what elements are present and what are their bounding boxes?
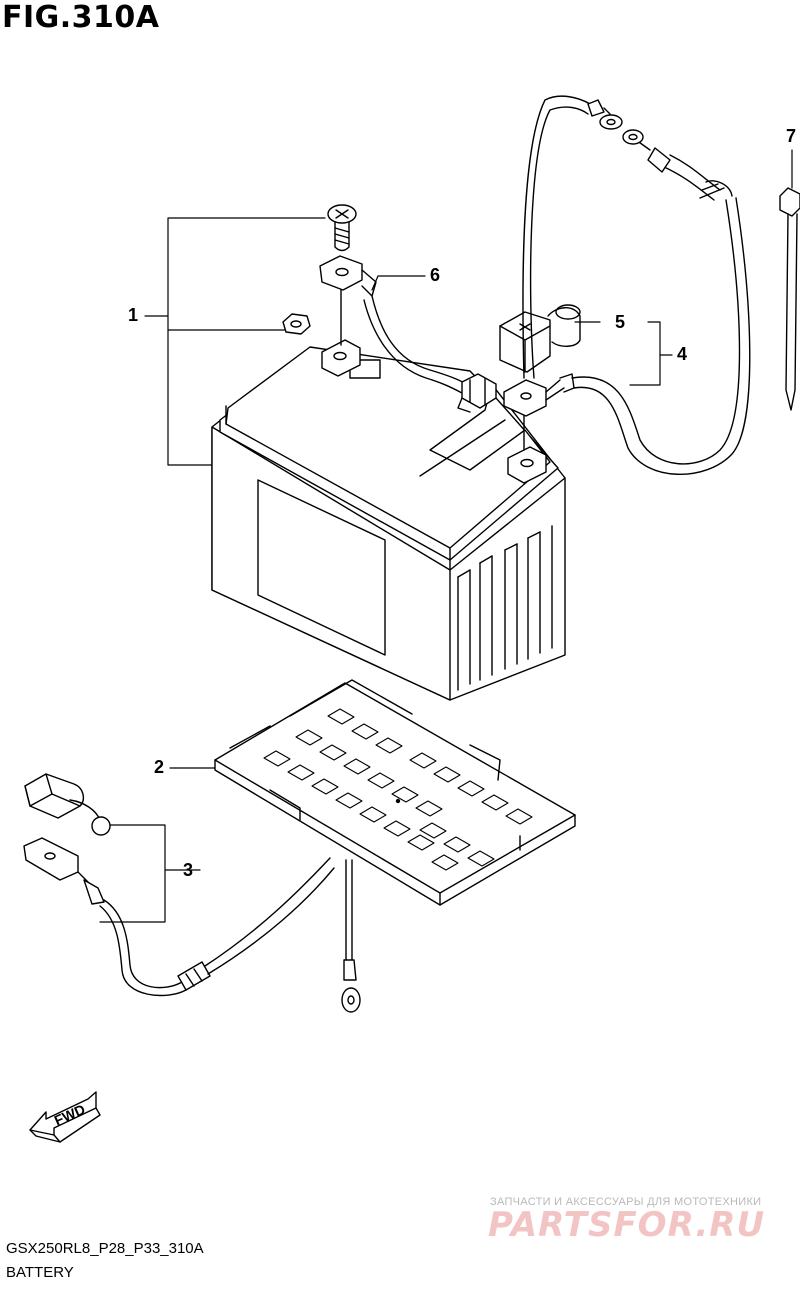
cable-tie xyxy=(780,188,800,410)
ground-lead-assembly xyxy=(24,774,360,1012)
fwd-direction-arrow: FWD xyxy=(30,1092,100,1142)
terminal-bolt xyxy=(328,205,356,251)
leader-lines xyxy=(100,150,792,922)
terminal-nut xyxy=(283,314,310,334)
negative-terminal xyxy=(322,280,360,376)
positive-terminal xyxy=(508,410,546,483)
figure-code: GSX250RL8_P28_P33_310A xyxy=(6,1240,204,1257)
negative-lead-bracket xyxy=(320,256,470,394)
callout-2: 2 xyxy=(154,757,165,777)
callout-6: 6 xyxy=(430,265,441,285)
battery-tray xyxy=(215,680,575,905)
positive-lead-assembly xyxy=(500,130,750,474)
callout-7: 7 xyxy=(786,126,797,146)
callout-3: 3 xyxy=(183,860,194,880)
watermark-brand: PARTSFOR.RU xyxy=(488,1205,766,1245)
negative-lead-wire xyxy=(523,96,622,378)
callout-4: 4 xyxy=(677,344,688,364)
callout-1: 1 xyxy=(128,305,139,325)
fwd-label: FWD xyxy=(52,1101,88,1129)
wire-connector xyxy=(458,374,496,412)
watermark-tagline: ЗАПЧАСТИ И АКСЕССУАРЫ ДЛЯ МОТОТЕХНИКИ xyxy=(490,1196,762,1208)
callout-5: 5 xyxy=(615,312,626,332)
figure-name: BATTERY xyxy=(6,1264,74,1281)
figure-title: FIG.310A xyxy=(2,0,160,35)
